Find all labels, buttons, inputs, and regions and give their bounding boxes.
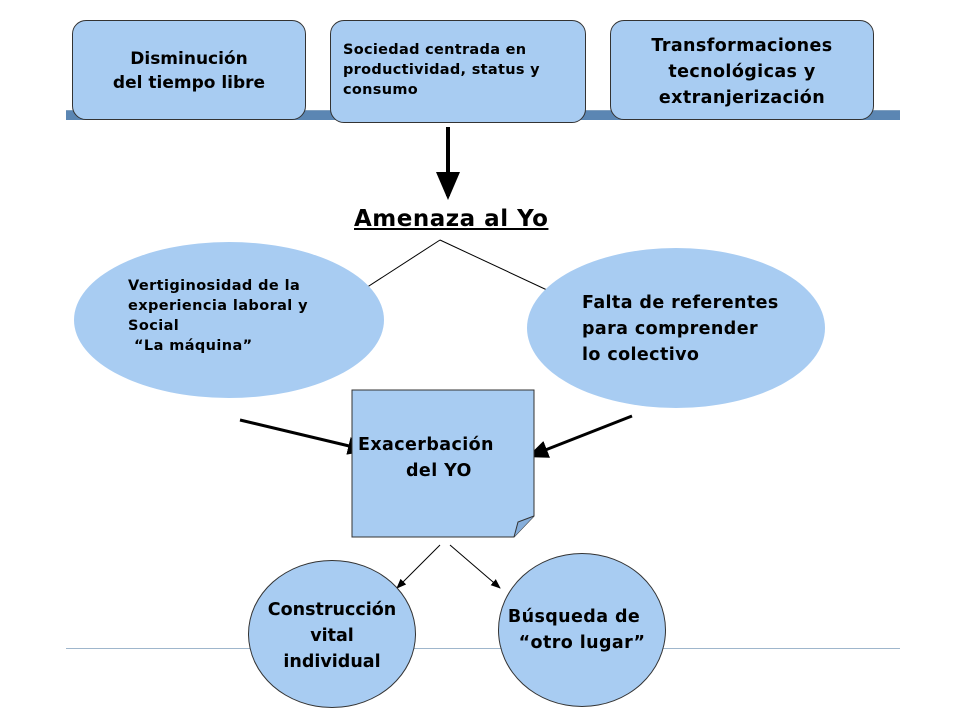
note-line: Exacerbación: [358, 435, 494, 455]
box-line: extranjerización: [658, 88, 826, 108]
arrow-to-right-ellipse: [439, 239, 563, 298]
ellipse-line: para comprender: [582, 319, 759, 339]
ellipse-otro-lugar: Búsqueda de “otro lugar”: [498, 553, 666, 707]
box-line: Transformaciones: [651, 36, 833, 56]
box-line: Disminución: [130, 49, 248, 69]
box-sociedad: Sociedad centrada en productividad, stat…: [330, 20, 586, 123]
ellipse-line: lo colectivo: [582, 345, 700, 365]
ellipse-line: individual: [283, 652, 381, 672]
box-line: del tiempo libre: [112, 73, 266, 93]
arrow-right-to-note: [527, 414, 633, 458]
box-line: Sociedad centrada en: [343, 42, 527, 58]
title-amenaza: Amenaza al Yo: [354, 206, 549, 232]
ellipse-falta-referentes: [527, 248, 825, 408]
box-tiempo-libre: Disminución del tiempo libre: [72, 20, 306, 120]
arrow-to-bottom-right: [449, 544, 501, 589]
box-line: productividad, status y: [343, 62, 540, 78]
arrow-to-bottom-left: [396, 544, 441, 589]
ellipse-line: “La máquina”: [134, 338, 253, 354]
ellipse-line: “otro lugar”: [518, 633, 646, 653]
ellipse-vertiginosidad: [74, 242, 384, 398]
note-line: del YO: [406, 461, 472, 481]
ellipse-line: Falta de referentes: [582, 293, 779, 313]
ellipse-line: Vertiginosidad de la: [128, 278, 301, 294]
ellipse-line: vital: [310, 626, 354, 646]
arrow-left-to-note: [239, 418, 369, 455]
box-transformaciones: Transformaciones tecnológicas y extranje…: [610, 20, 874, 120]
ellipse-construccion: Construcción vital individual: [248, 560, 416, 708]
ellipse-line: experiencia laboral y: [128, 298, 308, 314]
ellipse-line: Búsqueda de: [507, 607, 641, 627]
ellipse-falta-referentes-text: Falta de referentes para comprender lo c…: [582, 290, 779, 368]
ellipse-vertiginosidad-text: Vertiginosidad de la experiencia laboral…: [128, 276, 308, 356]
ellipse-line: Construcción: [267, 600, 397, 620]
note-exacerbacion-text: Exacerbación del YO: [352, 432, 534, 484]
ellipse-line: Social: [128, 318, 180, 334]
box-line: consumo: [343, 82, 419, 98]
box-line: tecnológicas y: [668, 62, 816, 82]
bottom-rule: [66, 648, 900, 649]
